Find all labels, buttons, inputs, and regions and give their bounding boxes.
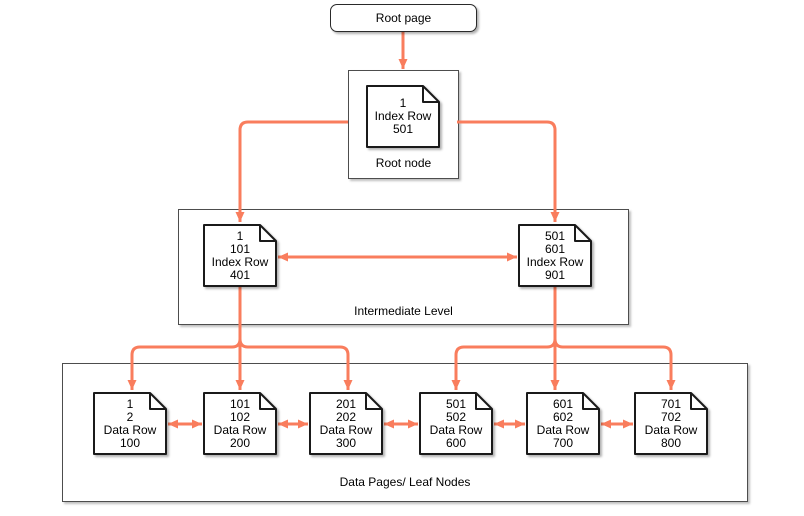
arrow-rootnode-to-int-left	[235, 120, 348, 222]
page-icon	[203, 224, 277, 287]
intermediate-page-1: 1 101 Index Row 401	[203, 224, 277, 287]
page-icon	[309, 392, 383, 455]
page-icon	[518, 224, 592, 287]
intermediate-level-label: Intermediate Level	[354, 304, 453, 318]
page-text: 1 101 Index Row 401	[211, 228, 269, 282]
root-node-page: 1 Index Row 501	[366, 85, 440, 148]
root-page-box: Root page	[330, 4, 477, 32]
page-icon	[93, 392, 167, 455]
leaf-page-1: 1 2 Data Row 100	[93, 392, 167, 455]
page-text: 701 702 Data Row 800	[644, 396, 698, 450]
leaf-page-3: 201 202 Data Row 300	[309, 392, 383, 455]
page-icon	[419, 392, 493, 455]
page-text: 1 Index Row 501	[374, 96, 432, 136]
intermediate-page-2: 501 601 Index Row 901	[518, 224, 592, 287]
page-icon	[203, 392, 277, 455]
page-icon	[526, 392, 600, 455]
page-text: 101 102 Data Row 200	[213, 396, 267, 450]
leaf-page-5: 601 602 Data Row 700	[526, 392, 600, 455]
page-text: 501 502 Data Row 600	[429, 396, 483, 450]
page-text: 601 602 Data Row 700	[536, 396, 590, 450]
page-text: 201 202 Data Row 300	[319, 396, 373, 450]
leaf-page-6: 701 702 Data Row 800	[634, 392, 708, 455]
root-node-label: Root node	[375, 156, 432, 170]
page-icon	[634, 392, 708, 455]
page-text: 1 2 Data Row 100	[103, 396, 157, 450]
page-text: 501 601 Index Row 901	[526, 228, 584, 282]
arrow-rootnode-to-int-right	[457, 120, 560, 222]
page-icon	[366, 85, 440, 148]
root-page-label: Root page	[375, 11, 432, 25]
leaf-nodes-label: Data Pages/ Leaf Nodes	[339, 475, 471, 489]
leaf-page-4: 501 502 Data Row 600	[419, 392, 493, 455]
leaf-page-2: 101 102 Data Row 200	[203, 392, 277, 455]
